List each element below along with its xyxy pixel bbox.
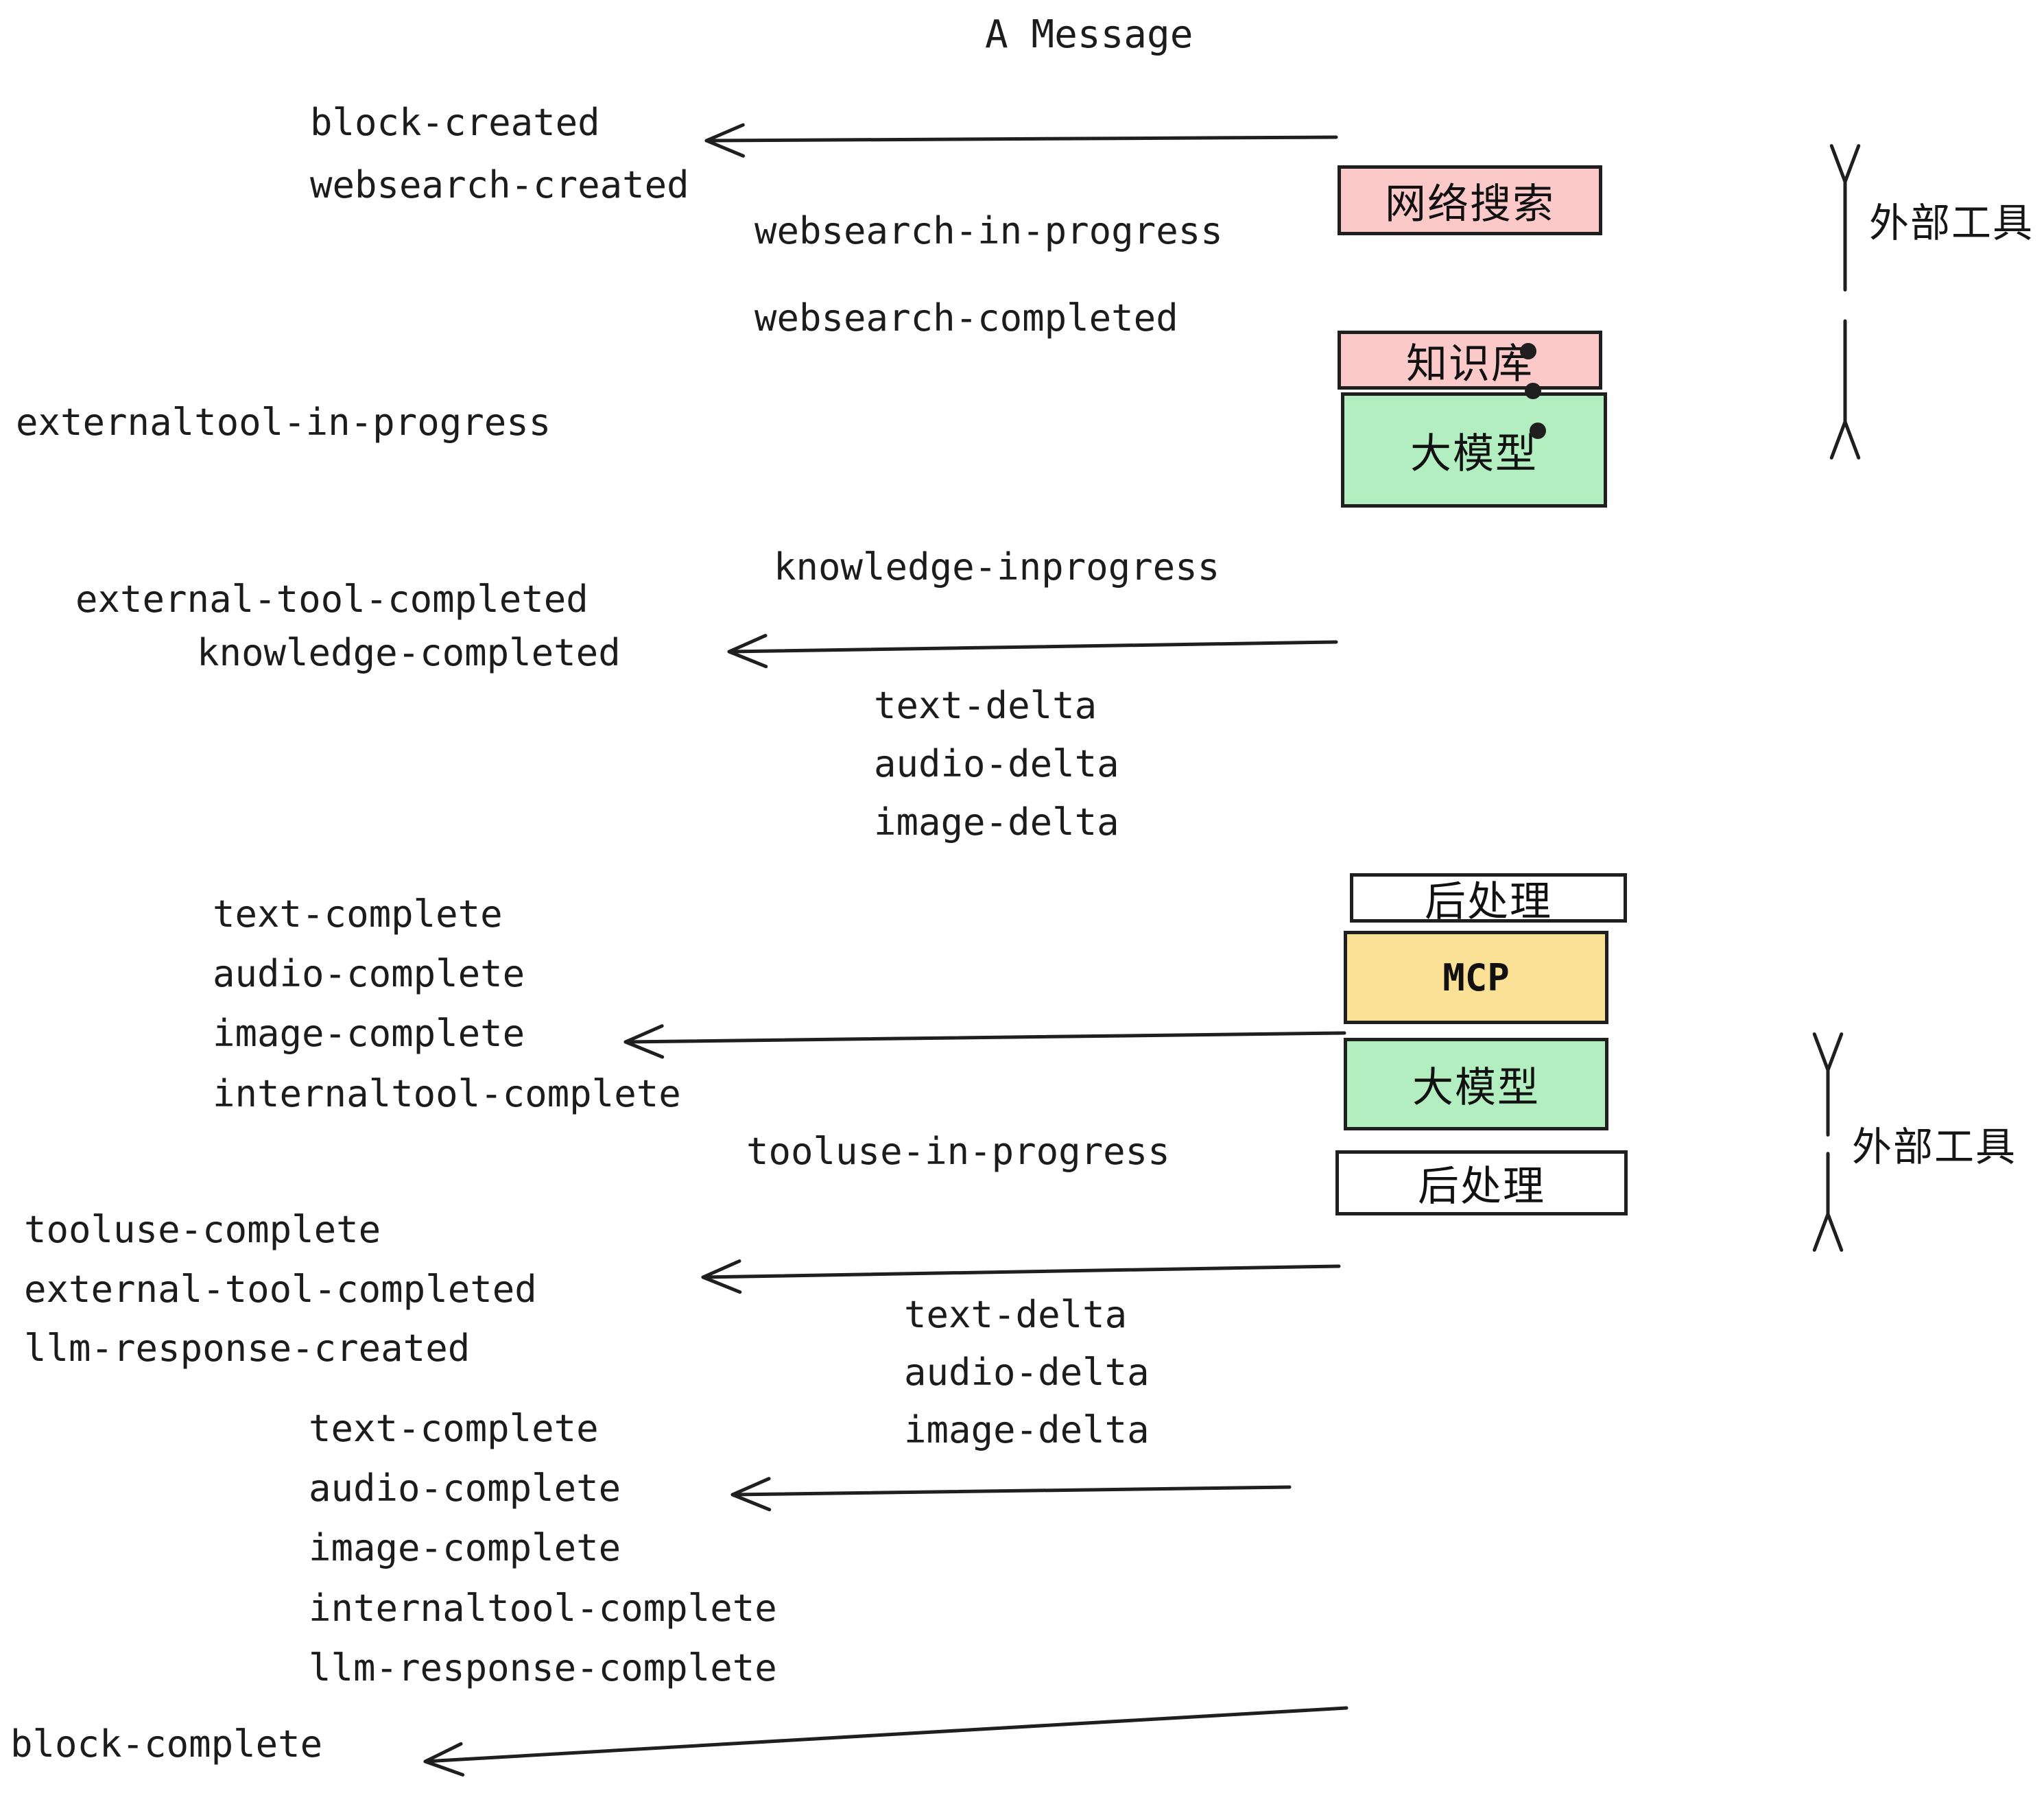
- node-llm-top: 大模型: [1341, 392, 1607, 508]
- arrow-tooluse-complete-shaft: [701, 1264, 1341, 1279]
- event-label-block-created: block-created: [310, 101, 600, 144]
- event-label-external-tool-completed-2: external-tool-completed: [24, 1268, 537, 1311]
- event-label-websearch-created: websearch-created: [310, 163, 689, 206]
- event-label-externaltool-in-progress: externaltool-in-progress: [16, 401, 551, 444]
- event-label-image-delta-1: image-delta: [874, 800, 1119, 844]
- arrow-block-created-head: [704, 123, 746, 158]
- event-label-llm-response-complete: llm-response-complete: [309, 1646, 777, 1689]
- ellipsis-dot: [1530, 423, 1546, 439]
- event-label-external-tool-completed-1: external-tool-completed: [75, 578, 589, 621]
- event-label-audio-complete-2: audio-complete: [309, 1467, 621, 1510]
- event-label-knowledge-completed: knowledge-completed: [197, 631, 621, 674]
- arrow-audio-complete-shaft: [730, 1485, 1292, 1497]
- node-label: 知识库: [1406, 340, 1534, 388]
- arrow-knowledge-completed-shaft: [727, 640, 1338, 654]
- node-websearch: 网络搜索: [1338, 165, 1602, 235]
- event-label-tooluse-complete: tooluse-complete: [24, 1208, 381, 1251]
- arrow-block-complete-head: [423, 1742, 465, 1777]
- bracket-label-external-tools-top: 外部工具: [1869, 200, 2034, 246]
- node-label: 后处理: [1425, 877, 1552, 926]
- event-label-tooluse-in-progress: tooluse-in-progress: [746, 1130, 1170, 1173]
- node-mcp: MCP: [1344, 931, 1608, 1024]
- external-tools-top-up-head: [1829, 144, 1861, 184]
- arrow-audio-complete-head: [730, 1477, 772, 1512]
- node-knowledgebase: 知识库: [1338, 331, 1602, 390]
- external-tools-bottom-down-head: [1812, 1212, 1844, 1252]
- event-label-internaltool-complete-2: internaltool-complete: [309, 1587, 777, 1630]
- event-label-text-complete-2: text-complete: [309, 1407, 599, 1450]
- event-label-block-complete: block-complete: [10, 1722, 323, 1766]
- ellipsis-dot: [1525, 383, 1541, 399]
- arrow-image-complete-shaft: [623, 1031, 1346, 1044]
- ellipsis-dot: [1520, 343, 1536, 359]
- node-label: 大模型: [1410, 429, 1538, 478]
- event-label-internaltool-complete-1: internaltool-complete: [213, 1072, 681, 1115]
- event-label-text-delta-1: text-delta: [874, 684, 1097, 727]
- external-tools-bottom-up-head: [1812, 1032, 1844, 1072]
- external-tools-top-down-head: [1829, 420, 1861, 460]
- page-title: A Message: [985, 12, 1193, 57]
- arrow-block-complete-shaft: [423, 1706, 1348, 1764]
- event-label-text-complete-1: text-complete: [213, 892, 503, 936]
- arrow-block-created-shaft: [704, 135, 1338, 143]
- arrow-tooluse-complete-head: [701, 1259, 742, 1294]
- node-label: 网络搜索: [1385, 180, 1555, 228]
- event-label-text-delta-2: text-delta: [904, 1293, 1128, 1336]
- node-llm-bottom: 大模型: [1344, 1038, 1608, 1130]
- arrow-knowledge-completed-head: [727, 634, 768, 669]
- event-label-websearch-in-progress: websearch-in-progress: [754, 209, 1223, 252]
- bracket-label-external-tools-bottom: 外部工具: [1852, 1124, 2017, 1170]
- node-postprocess-top: 后处理: [1350, 873, 1627, 926]
- node-label: 后处理: [1418, 1163, 1545, 1211]
- node-label: 大模型: [1412, 1064, 1540, 1112]
- event-label-audio-delta-1: audio-delta: [874, 742, 1119, 785]
- node-postprocess-bottom: 后处理: [1335, 1150, 1628, 1215]
- event-label-audio-complete-1: audio-complete: [213, 952, 525, 995]
- event-label-image-complete-2: image-complete: [309, 1526, 621, 1569]
- node-label: MCP: [1442, 956, 1510, 999]
- event-label-llm-response-created: llm-response-created: [24, 1327, 471, 1370]
- event-label-knowledge-inprogress: knowledge-inprogress: [774, 545, 1220, 589]
- event-label-image-complete-1: image-complete: [213, 1012, 525, 1055]
- event-label-audio-delta-2: audio-delta: [904, 1351, 1150, 1394]
- event-label-image-delta-2: image-delta: [904, 1408, 1150, 1451]
- event-label-websearch-completed: websearch-completed: [754, 296, 1178, 340]
- arrow-image-complete-head: [623, 1024, 665, 1059]
